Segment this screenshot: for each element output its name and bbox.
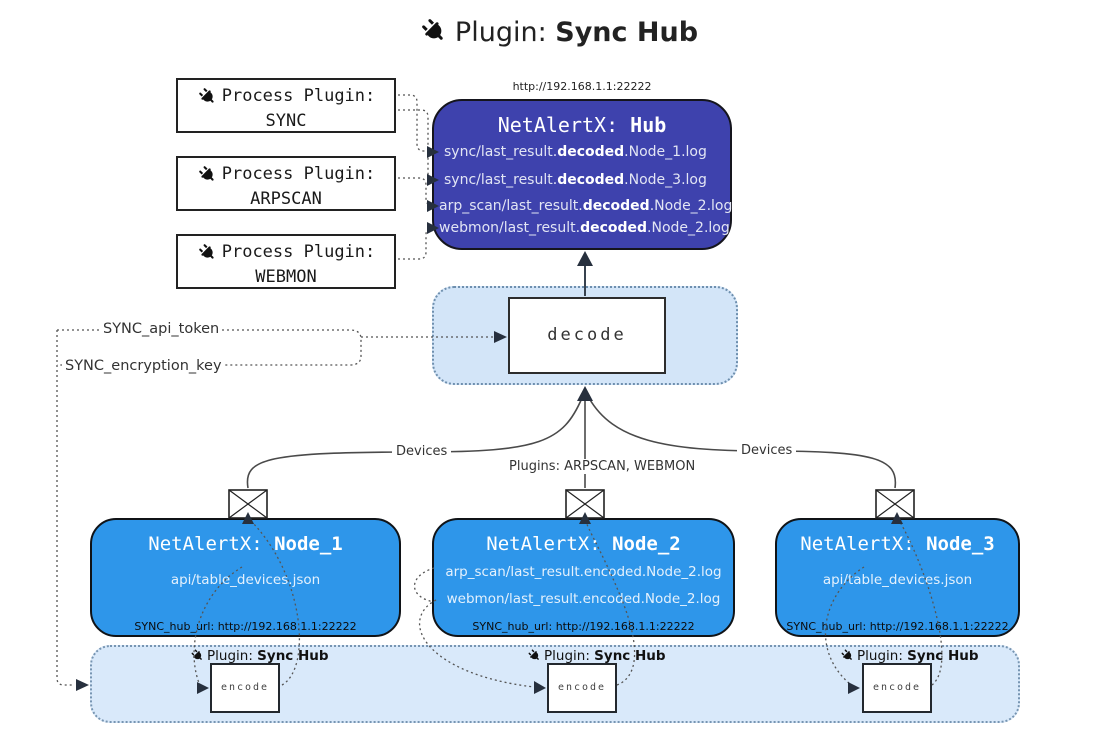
node-file-line: api/table_devices.json bbox=[170, 572, 321, 588]
edge-arpscan-to-hub bbox=[398, 177, 432, 206]
hub-title-bold: Hub bbox=[630, 113, 667, 137]
hub-title: NetAlertX: Hub bbox=[434, 113, 730, 137]
hub-log-entry: sync/last_result.decoded.Node_1.log bbox=[444, 144, 728, 164]
log-post: .Node_2.log bbox=[649, 198, 733, 214]
encoder-label-bold: Sync Hub bbox=[594, 648, 666, 664]
node-2-box: NetAlertX: Node_2 arp_scan/last_result.e… bbox=[432, 518, 735, 637]
arrowhead-up bbox=[577, 251, 593, 266]
hub-title-prefix: NetAlertX: bbox=[497, 113, 631, 137]
node-hub-url: SYNC_hub_url: http://192.168.1.1:22222 bbox=[472, 620, 695, 633]
node-title-prefix: NetAlertX: bbox=[800, 533, 927, 555]
log-pre: webmon/last_result. bbox=[439, 220, 581, 236]
hub-log-entry: webmon/last_result.decoded.Node_2.log bbox=[439, 220, 730, 240]
hub-box: NetAlertX: Hub sync/last_result.decoded.… bbox=[432, 99, 732, 250]
log-pre: arp_scan/last_result. bbox=[439, 198, 583, 214]
log-bold: decoded bbox=[582, 198, 650, 214]
log-pre: sync/last_result. bbox=[444, 144, 558, 160]
envelope-icon bbox=[228, 489, 268, 519]
plug-icon bbox=[197, 86, 218, 107]
encode-box: encode bbox=[210, 663, 280, 713]
plug-icon bbox=[840, 648, 855, 663]
decode-box: decode bbox=[508, 297, 666, 374]
process-plugin-name: WEBMON bbox=[255, 266, 317, 287]
edge-sync-to-hub-1 bbox=[398, 94, 427, 152]
envelope-icon bbox=[875, 489, 915, 519]
node-title: NetAlertX: Node_3 bbox=[777, 533, 1018, 555]
node-file-line: arp_scan/last_result.encoded.Node_2.log bbox=[445, 564, 722, 580]
process-plugin-label: Process Plugin: bbox=[221, 242, 376, 262]
plug-icon bbox=[419, 16, 449, 46]
log-post: .Node_1.log bbox=[624, 144, 707, 160]
encoder-label: Plugin: Sync Hub bbox=[527, 648, 666, 664]
edge-webmon-to-hub bbox=[398, 227, 432, 260]
secrets-left-rail bbox=[56, 330, 74, 686]
node-title-prefix: NetAlertX: bbox=[148, 533, 275, 555]
process-plugin-label: Process Plugin: bbox=[221, 86, 376, 106]
encoder-label-prefix: Plugin: bbox=[544, 648, 595, 664]
node-hub-url: SYNC_hub_url: http://192.168.1.1:22222 bbox=[134, 620, 357, 633]
sync-api-token-label: SYNC_api_token bbox=[100, 321, 223, 337]
page-title-bold: Sync Hub bbox=[555, 17, 699, 48]
plug-icon bbox=[197, 242, 218, 263]
encoder-label: Plugin: Sync Hub bbox=[190, 648, 329, 664]
hub-log-entry: arp_scan/last_result.decoded.Node_2.log bbox=[439, 198, 732, 218]
log-pre: sync/last_result. bbox=[444, 172, 558, 188]
process-plugin-name: ARPSCAN bbox=[250, 188, 322, 209]
hub-log-entry: sync/last_result.decoded.Node_3.log bbox=[444, 172, 728, 192]
edge-devices-left bbox=[246, 397, 583, 489]
page-title: Plugin: Sync Hub bbox=[0, 16, 1117, 48]
node-title-bold: Node_2 bbox=[612, 533, 681, 555]
plug-icon bbox=[197, 164, 218, 185]
node-hub-url: SYNC_hub_url: http://192.168.1.1:22222 bbox=[786, 620, 1009, 633]
log-bold: decoded bbox=[557, 172, 625, 188]
process-plugin-sync: Process Plugin: SYNC bbox=[176, 78, 396, 133]
arrowhead-up bbox=[577, 386, 593, 401]
arrowhead bbox=[76, 679, 89, 691]
encoder-label-bold: Sync Hub bbox=[257, 648, 329, 664]
node-title-prefix: NetAlertX: bbox=[486, 533, 613, 555]
encoder-label-bold: Sync Hub bbox=[907, 648, 979, 664]
process-plugin-label: Process Plugin: bbox=[221, 164, 376, 184]
process-plugin-name: SYNC bbox=[265, 110, 307, 131]
node-file-line: api/table_devices.json bbox=[822, 572, 973, 588]
edge-sync-to-hub-2 bbox=[398, 109, 432, 180]
encoder-label-prefix: Plugin: bbox=[207, 648, 258, 664]
encode-box: encode bbox=[547, 663, 617, 713]
node-title-bold: Node_1 bbox=[274, 533, 343, 555]
process-plugin-arpscan: Process Plugin: ARPSCAN bbox=[176, 156, 396, 211]
node-title: NetAlertX: Node_2 bbox=[434, 533, 733, 555]
node-1-box: NetAlertX: Node_1 api/table_devices.json… bbox=[90, 518, 401, 637]
log-bold: decoded bbox=[557, 144, 625, 160]
log-post: .Node_2.log bbox=[647, 220, 730, 236]
hub-url-label: http://192.168.1.1:22222 bbox=[512, 80, 652, 93]
plug-icon bbox=[527, 648, 542, 663]
encode-box: encode bbox=[862, 663, 932, 713]
process-plugin-webmon: Process Plugin: WEBMON bbox=[176, 234, 396, 289]
edge-label-devices-left: Devices bbox=[392, 444, 452, 459]
page-title-prefix: Plugin: bbox=[454, 17, 556, 48]
log-post: .Node_3.log bbox=[624, 172, 707, 188]
edge-label-devices-right: Devices bbox=[737, 443, 797, 458]
node-title-bold: Node_3 bbox=[926, 533, 995, 555]
encoder-label-prefix: Plugin: bbox=[857, 648, 908, 664]
log-bold: decoded bbox=[580, 220, 648, 236]
edge-label-plugins: Plugins: ARPSCAN, WEBMON bbox=[505, 459, 700, 474]
encoder-label: Plugin: Sync Hub bbox=[840, 648, 979, 664]
node-file-line: webmon/last_result.encoded.Node_2.log bbox=[446, 591, 721, 607]
node-title: NetAlertX: Node_1 bbox=[92, 533, 399, 555]
envelope-icon bbox=[565, 489, 605, 519]
plug-icon bbox=[190, 648, 205, 663]
sync-encryption-key-label: SYNC_encryption_key bbox=[62, 358, 225, 374]
node-3-box: NetAlertX: Node_3 api/table_devices.json… bbox=[775, 518, 1020, 637]
